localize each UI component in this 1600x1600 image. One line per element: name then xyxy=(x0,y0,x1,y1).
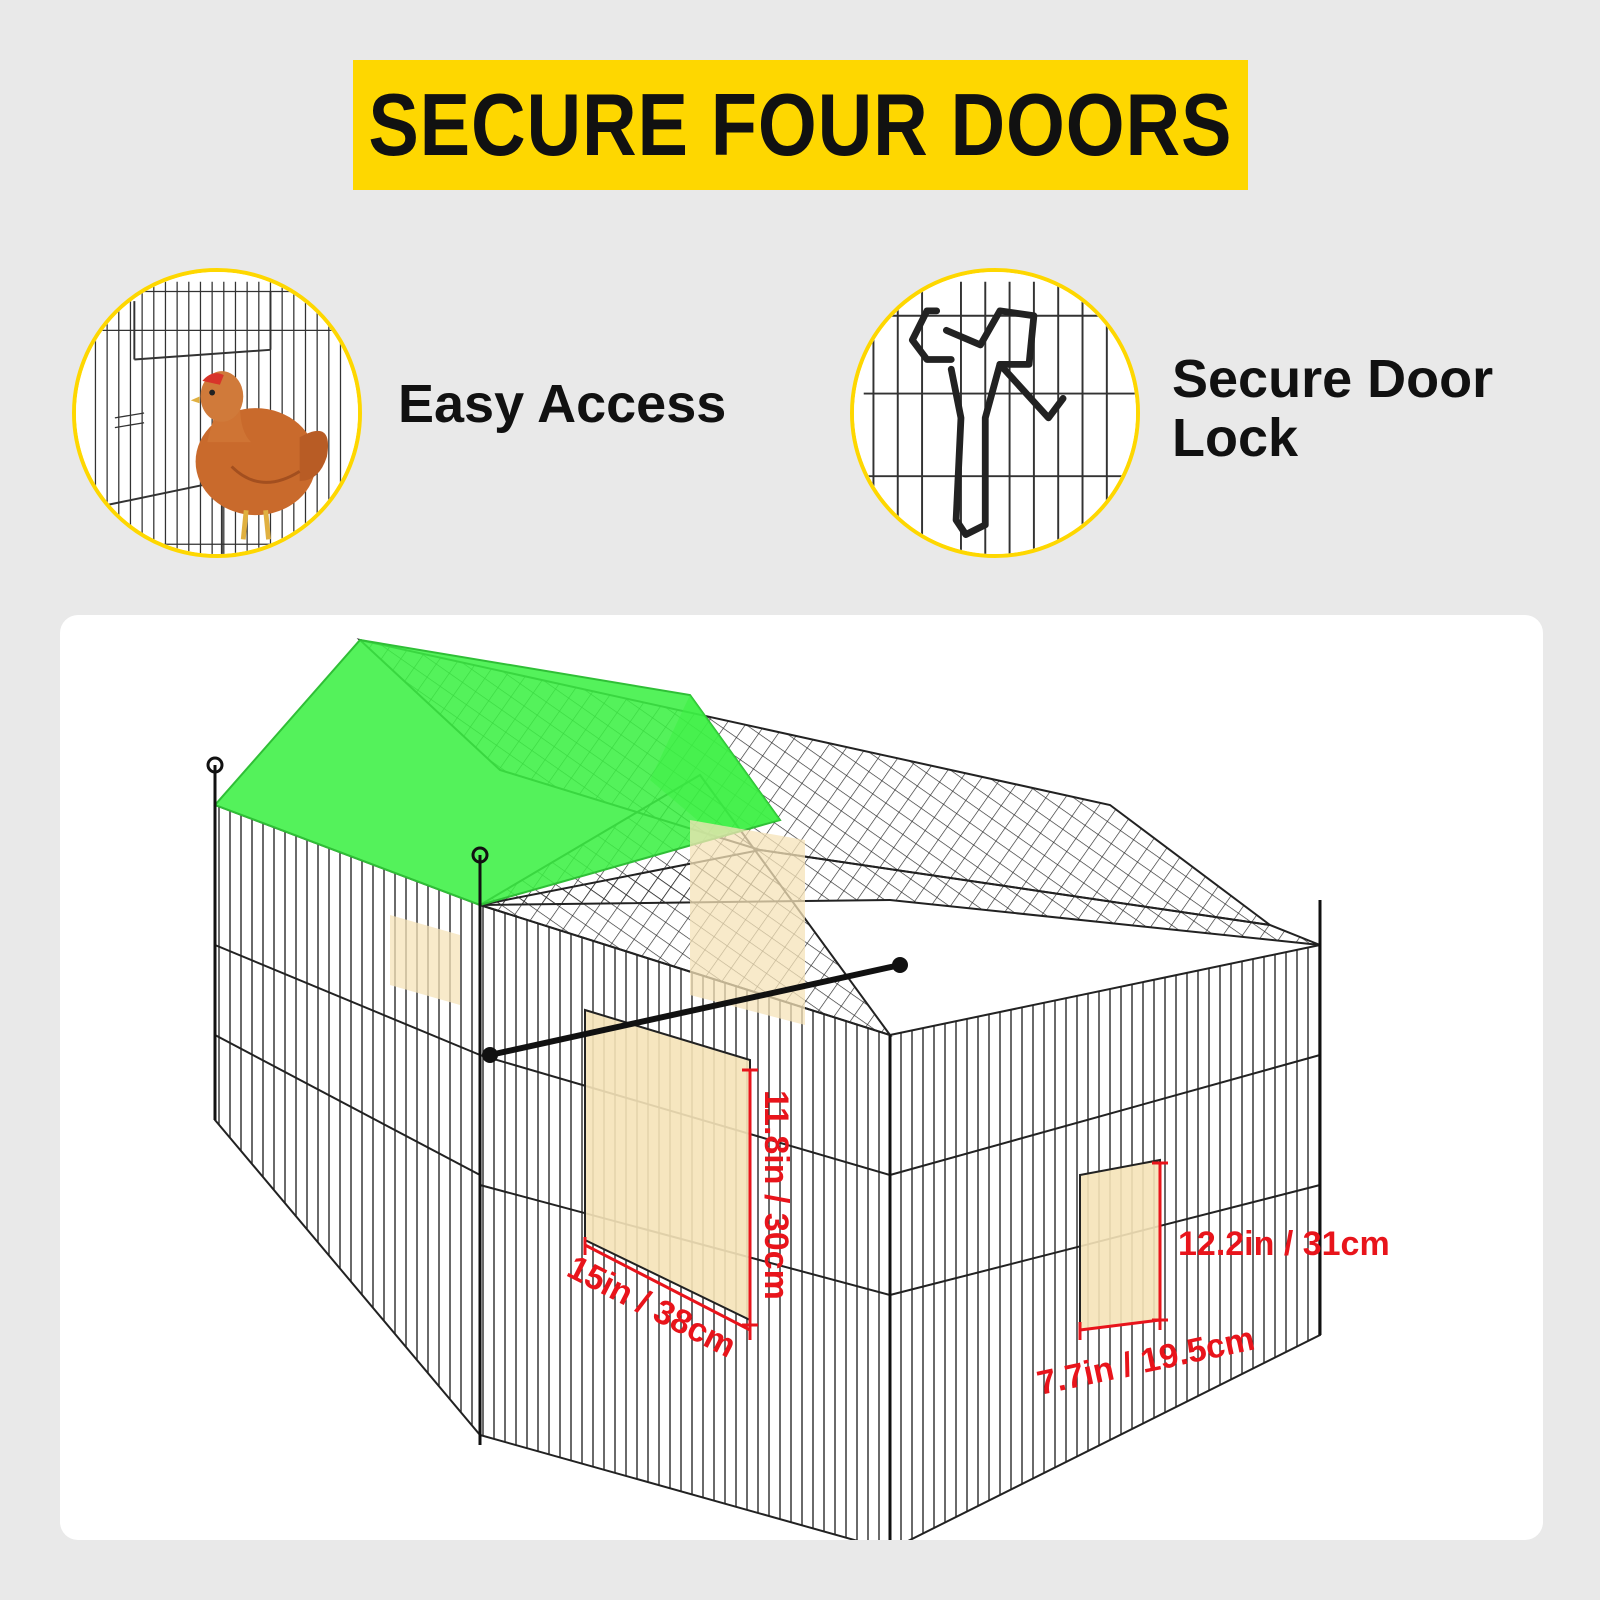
easy-access-label: Easy Access xyxy=(398,374,727,434)
secure-door-label-line2: Lock xyxy=(1172,408,1299,469)
shade-cover xyxy=(213,638,782,907)
door-height-label: 11.8in / 30cm xyxy=(757,1090,795,1300)
title-banner: SECURE FOUR DOORS xyxy=(353,60,1248,190)
chicken-icon xyxy=(76,272,358,554)
door-lock-icon xyxy=(854,272,1136,554)
door-lock-image xyxy=(850,268,1140,558)
back-door-panel xyxy=(690,820,805,1025)
secure-door-label-line1: Secure Door xyxy=(1172,349,1494,409)
small-door-height-label: 12.2in / 31cm xyxy=(1178,1225,1390,1263)
left-wall xyxy=(214,803,481,1438)
side-door-panel xyxy=(1079,1158,1161,1332)
banner-title: SECURE FOUR DOORS xyxy=(368,75,1233,174)
chicken-coop-illustration: 11.8in / 30cm 15in / 38cm 12.2in / 31cm … xyxy=(206,638,1390,1540)
secure-door-lock-label: Secure Door Lock xyxy=(1172,349,1494,469)
hen-illustration xyxy=(190,371,329,540)
easy-access-image xyxy=(72,268,362,558)
product-panel: 11.8in / 30cm 15in / 38cm 12.2in / 31cm … xyxy=(60,615,1543,1540)
left-door-panel xyxy=(390,915,460,1005)
